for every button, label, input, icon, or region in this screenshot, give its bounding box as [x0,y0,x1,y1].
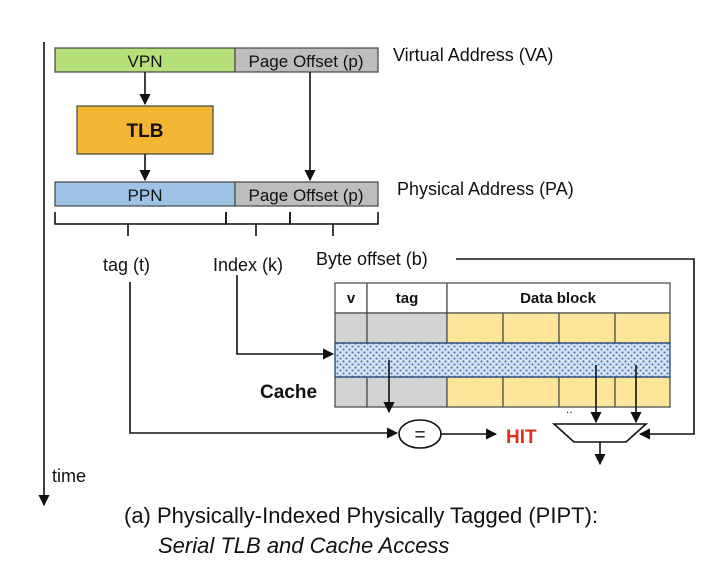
index-to-row-arrow [236,275,335,360]
cache-header-data [446,282,671,314]
ppn-label: PPN [128,186,163,205]
tlb-label: TLB [127,121,164,142]
compare-symbol: = [414,425,425,446]
pa-label: Physical Address (PA) [397,179,574,199]
mux-trapezoid [551,423,649,443]
byte-offset-to-mux-arrow [456,258,695,440]
tag-field-label: tag (t) [103,255,150,275]
cache-dots: .. [566,402,573,416]
tag-to-compare-arrow [129,282,399,439]
caption-line-1: (a) Physically-Indexed Physically Tagged… [124,503,598,528]
vpn-label: VPN [128,52,163,71]
cache-col-tag: tag [396,290,419,307]
time-label: time [52,466,86,486]
tag-brace [54,212,227,236]
tlb-box [76,105,214,155]
va-page-offset-field [234,47,379,73]
va-page-offset-label: Page Offset (p) [249,52,364,71]
pa-page-offset-field [234,181,379,207]
index-field-label: Index (k) [213,255,283,275]
hit-label: HIT [506,427,537,448]
byte-offset-field-label: Byte offset (b) [316,249,428,269]
cache-header-v [334,282,368,314]
caption-line-2: Serial TLB and Cache Access [158,533,449,558]
cache-selected-row [334,342,671,378]
byte-offset-brace [289,212,379,236]
cache-col-v: v [347,290,356,307]
index-brace [225,212,291,236]
cache-row-1 [334,312,671,344]
ppn-field [54,181,236,207]
cache-row-3 [334,376,671,408]
cache-col-data: Data block [520,290,597,307]
cache-label: Cache [260,382,317,403]
va-label: Virtual Address (VA) [393,45,553,65]
pa-page-offset-label: Page Offset (p) [249,186,364,205]
